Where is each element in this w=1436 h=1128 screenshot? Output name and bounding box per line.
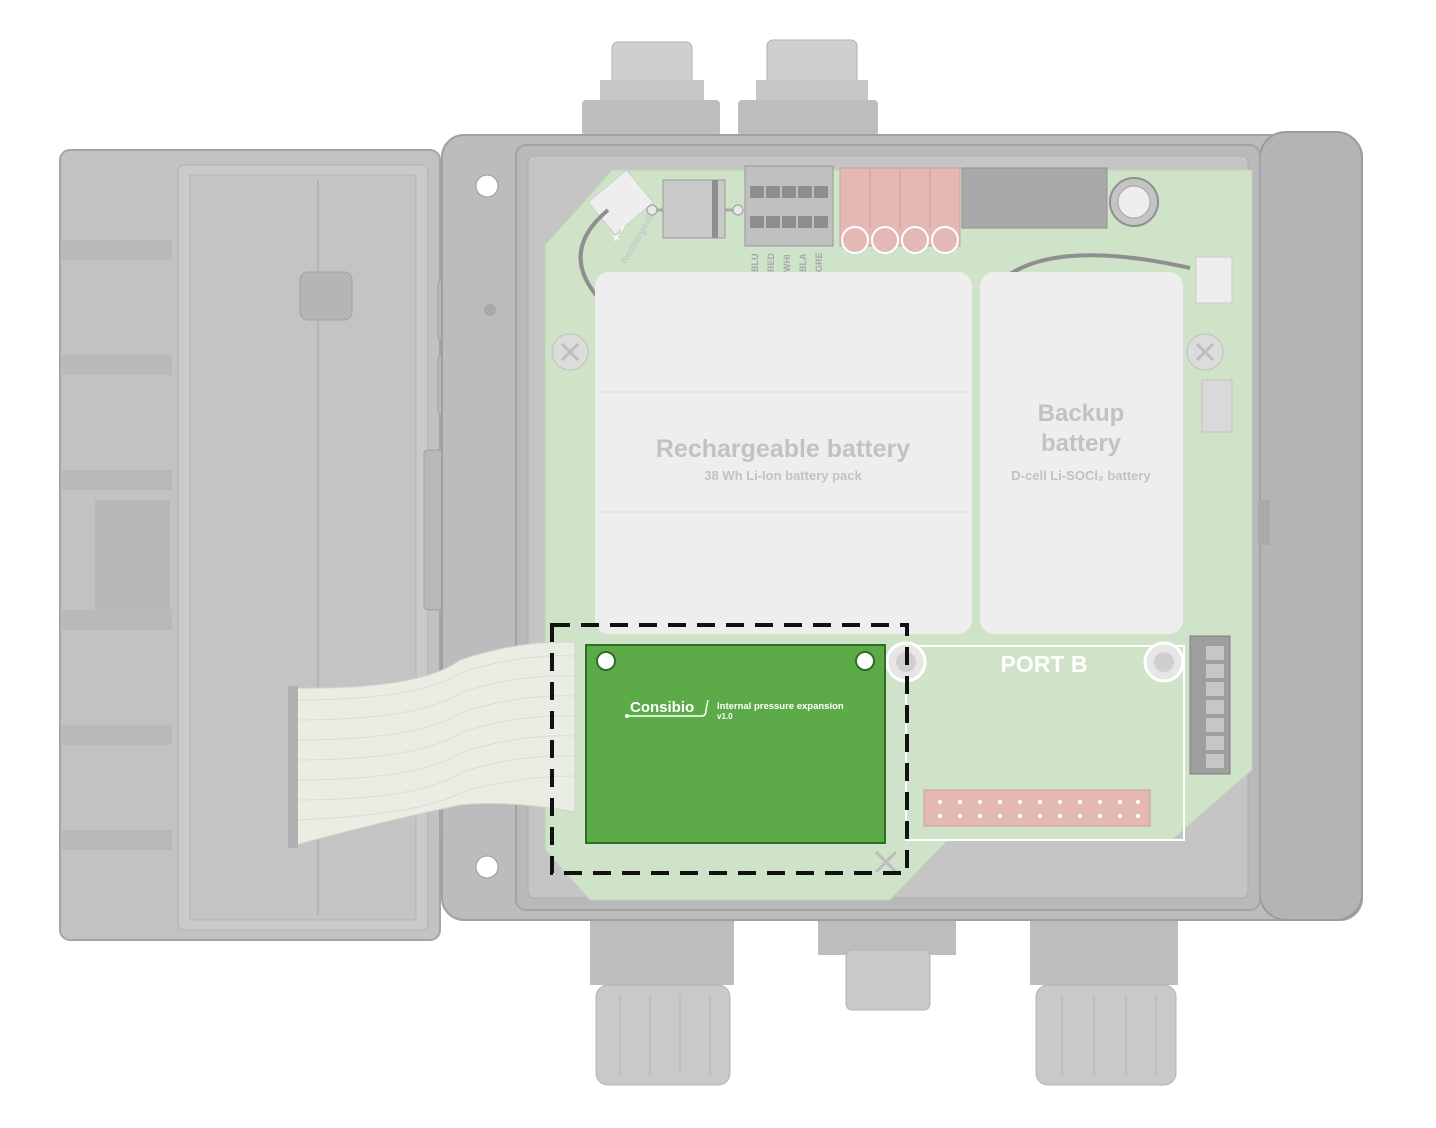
backup-battery-subtitle: D-cell Li-SOCl₂ battery (1011, 468, 1151, 483)
wire-color-label: RED (766, 252, 776, 272)
mounting-hole-icon (475, 174, 499, 198)
port-b-side-connector (1189, 635, 1231, 775)
expansion-highlight-outline (550, 623, 909, 875)
wire-color-label: BLU (750, 254, 760, 273)
wire-color-label: WHI (782, 255, 792, 273)
mounting-hole-icon (855, 651, 875, 671)
internal-pressure-expansion-board[interactable]: Consibio Internal pressure expansion v1.… (585, 644, 886, 844)
battery-wire (578, 208, 610, 297)
top-connector-left (582, 41, 720, 136)
backup-connector (1195, 256, 1233, 304)
rechargeable-battery: Rechargeable battery 38 Wh Li-Ion batter… (595, 272, 972, 634)
port-b-label: PORT B (1001, 651, 1088, 677)
rechargeable-battery-title: Rechargeable battery (656, 435, 910, 463)
consibio-logo-mark (628, 699, 709, 717)
port-b-pin-header (923, 789, 1151, 827)
x-screw-icon (551, 333, 589, 371)
mounting-hole-icon (475, 855, 499, 879)
ribbon-cable (288, 641, 576, 848)
top-connector-right (738, 39, 878, 136)
standoff-icon (484, 304, 496, 316)
side-header (1201, 379, 1233, 433)
mounting-hole-icon (596, 651, 616, 671)
expansion-version: v1.0 (717, 712, 733, 721)
consibio-logo-dot (625, 714, 629, 718)
port-b: PORT B (885, 635, 1231, 841)
x-screw-icon (1186, 333, 1224, 371)
bottom-gland-right (1030, 915, 1178, 1086)
backup-battery: Backup battery D-cell Li-SOCl₂ battery (980, 272, 1183, 634)
wire-color-label: BLA (798, 253, 808, 272)
consibio-logo: Consibio (630, 699, 694, 716)
backup-battery-title-line1: Backup (1038, 400, 1125, 427)
lid-ribs (62, 240, 172, 850)
rechargeable-battery-subtitle: 38 Wh Li-Ion battery pack (704, 468, 862, 483)
main-pcb: + – Rechargeable BLU RED (544, 165, 1253, 901)
expansion-title: Internal pressure expansion (717, 701, 844, 712)
bottom-connector-middle (818, 915, 956, 1011)
backup-battery-title-line2: battery (1041, 430, 1122, 457)
wire-color-label: GRE (814, 252, 824, 272)
lid-screw-boss (299, 271, 353, 321)
coin-cell (1109, 177, 1159, 227)
diode-component (646, 179, 744, 239)
wire-terminal-block: BLU RED WHI BLA GRE (744, 165, 834, 273)
relay-headers (839, 167, 961, 254)
x-screw-icon (874, 850, 898, 874)
module-chip (961, 167, 1108, 229)
standoff-icon (1154, 652, 1174, 672)
bottom-gland-left (590, 915, 734, 1086)
